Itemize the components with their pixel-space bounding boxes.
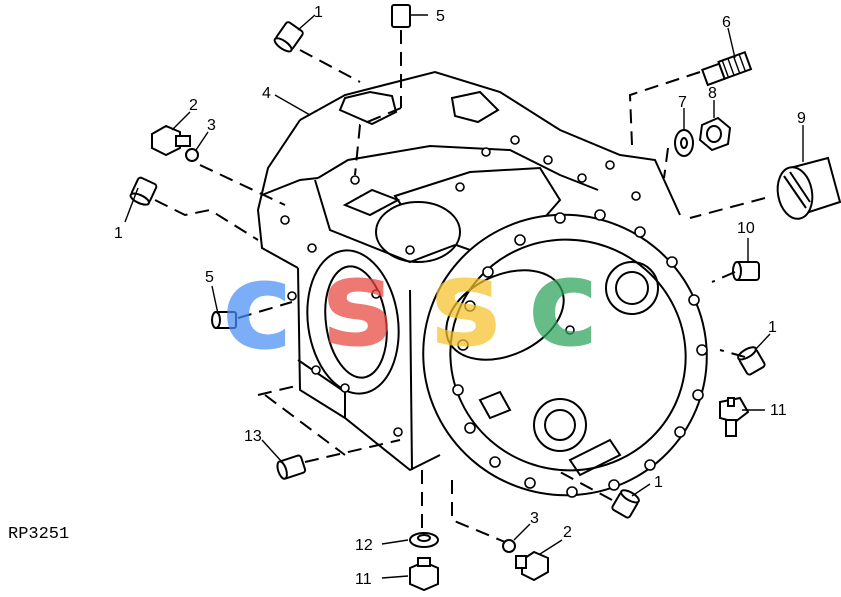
ring-3-lower bbox=[502, 539, 516, 553]
callout-1-top: 1 bbox=[314, 4, 323, 21]
fitting bbox=[700, 50, 753, 87]
watermark-letter-1: c bbox=[222, 238, 293, 377]
callout-7: 7 bbox=[678, 94, 687, 111]
valve-11-right bbox=[719, 396, 750, 437]
plug-lower-right bbox=[611, 489, 640, 519]
callout-1-right: 1 bbox=[768, 319, 777, 336]
cap-9 bbox=[776, 156, 841, 220]
callout-11-lower: 11 bbox=[355, 571, 372, 588]
callout-leaders bbox=[124, 14, 804, 579]
callout-4: 4 bbox=[262, 85, 271, 102]
callout-6: 6 bbox=[722, 14, 731, 31]
callout-11-right: 11 bbox=[770, 402, 787, 419]
plug-top bbox=[273, 21, 304, 53]
transmission-housing bbox=[256, 70, 708, 498]
top-bolt-holes bbox=[280, 135, 641, 437]
callout-labels: 1 5 6 4 2 3 7 8 9 1 10 5 1 11 13 1 3 2 1… bbox=[114, 4, 806, 588]
pin-left bbox=[211, 311, 237, 329]
exploded-parts bbox=[129, 4, 841, 592]
callout-12: 12 bbox=[355, 537, 373, 554]
ring-3-upper bbox=[185, 148, 199, 162]
assembly-lines bbox=[154, 30, 766, 543]
bolt-2-lower bbox=[515, 550, 549, 582]
plug-left bbox=[129, 176, 158, 206]
plug-10 bbox=[732, 261, 760, 281]
bolt-2-upper bbox=[151, 124, 191, 157]
pin-top bbox=[391, 4, 411, 28]
figure-code: RP3251 bbox=[8, 525, 69, 544]
plug-11-lower bbox=[409, 557, 439, 592]
callout-5-top: 5 bbox=[436, 8, 445, 25]
callout-13: 13 bbox=[244, 428, 262, 445]
callout-10: 10 bbox=[737, 220, 755, 237]
watermark: c s s c bbox=[222, 235, 599, 377]
plug-right bbox=[737, 346, 766, 376]
watermark-letter-4: c bbox=[528, 235, 599, 374]
callout-2-lower: 2 bbox=[563, 524, 572, 541]
watermark-letter-3: s bbox=[430, 235, 501, 374]
callout-9: 9 bbox=[797, 110, 806, 127]
callout-5-left: 5 bbox=[205, 269, 214, 286]
flange-bolt-holes bbox=[452, 209, 708, 498]
callout-1-lower-right: 1 bbox=[654, 474, 663, 491]
plug-13 bbox=[276, 454, 307, 480]
callout-3-upper: 3 bbox=[207, 117, 216, 134]
callout-1-left: 1 bbox=[114, 225, 123, 242]
callout-2-upper: 2 bbox=[189, 97, 198, 114]
callout-3-lower: 3 bbox=[530, 510, 539, 527]
callout-8: 8 bbox=[708, 85, 717, 102]
watermark-letter-2: s bbox=[322, 235, 393, 374]
